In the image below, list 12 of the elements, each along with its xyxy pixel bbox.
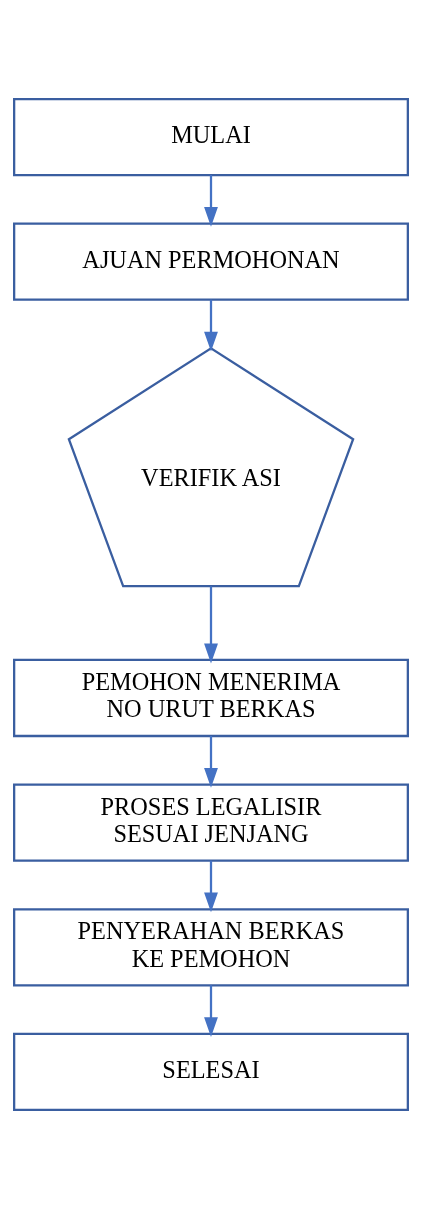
node-box: PENYERAHAN BERKAS KE PEMOHON (13, 908, 409, 987)
arrow (204, 299, 218, 352)
arrow (204, 985, 218, 1037)
node-box: PROSES LEGALISIR SESUAI JENJANG (13, 783, 409, 862)
node-box: SELESAI (13, 1032, 409, 1112)
node-box: PEMOHON MENERIMA NO URUT BERKAS (13, 658, 409, 738)
arrow (204, 736, 218, 788)
node-box: MULAI (13, 97, 409, 177)
arrow (204, 860, 218, 913)
arrow (204, 175, 218, 227)
node-box: AJUAN PERMOHONAN (13, 222, 409, 301)
arrow (204, 586, 218, 664)
